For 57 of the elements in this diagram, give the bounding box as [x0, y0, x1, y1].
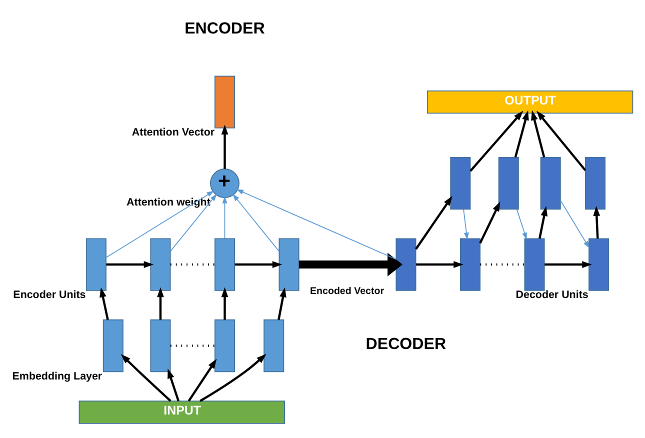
- node-box: [584, 156, 606, 210]
- label: DECODER: [366, 334, 446, 353]
- node-box: [86, 238, 106, 291]
- node-label: Embedding Layer: [12, 370, 102, 382]
- node-box: [460, 238, 480, 291]
- node-box: [450, 156, 471, 210]
- arrow: [157, 287, 164, 320]
- arrow: [593, 206, 600, 239]
- arrow: [106, 261, 154, 268]
- label: ENCODER: [184, 20, 265, 38]
- node-label: Encoder Units: [13, 289, 86, 302]
- arrow: [416, 261, 464, 268]
- node-box: [524, 238, 545, 291]
- arrow: [236, 189, 396, 260]
- arrow: [221, 124, 228, 169]
- arrow: [221, 287, 228, 320]
- arrow: [415, 196, 452, 250]
- arrow: [470, 110, 524, 172]
- node-box: [102, 319, 124, 372]
- node-box: OUTPUT: [426, 90, 634, 114]
- node-box: [214, 76, 236, 128]
- node-box: [264, 319, 284, 372]
- node-box: [540, 156, 561, 210]
- arrow: [234, 261, 282, 268]
- node-box: [498, 156, 519, 210]
- arrow: [544, 261, 592, 268]
- node-box: INPUT: [78, 400, 285, 424]
- arrow: [188, 358, 217, 402]
- node-label: Decoder Units: [516, 289, 588, 302]
- arrow: [479, 202, 500, 244]
- arrow: [278, 287, 286, 320]
- arrow: [200, 354, 266, 402]
- arrow: [120, 354, 172, 402]
- node-box: [150, 238, 171, 291]
- arrow: [536, 110, 586, 172]
- node-box: [278, 238, 300, 291]
- arrow: [516, 208, 527, 240]
- node-label: Attention Vector: [132, 126, 215, 139]
- node-circle: +: [210, 168, 240, 198]
- arrow: [100, 287, 109, 320]
- arrow: [222, 196, 228, 239]
- node-box: [150, 319, 171, 372]
- node-box: [214, 319, 236, 372]
- node-box: [396, 238, 416, 291]
- node-box: [588, 238, 610, 291]
- arrow: [463, 208, 469, 240]
- arrow: [299, 252, 403, 276]
- edge-label: Encoded Vector: [310, 286, 384, 297]
- arrow: [531, 110, 546, 158]
- arrow: [514, 110, 529, 158]
- arrow: [560, 200, 590, 248]
- arrow: [232, 194, 280, 252]
- arrow: [106, 190, 214, 258]
- node-box: [214, 238, 236, 291]
- arrow: [538, 206, 548, 239]
- arrow: [170, 194, 217, 252]
- arrow: [168, 368, 180, 402]
